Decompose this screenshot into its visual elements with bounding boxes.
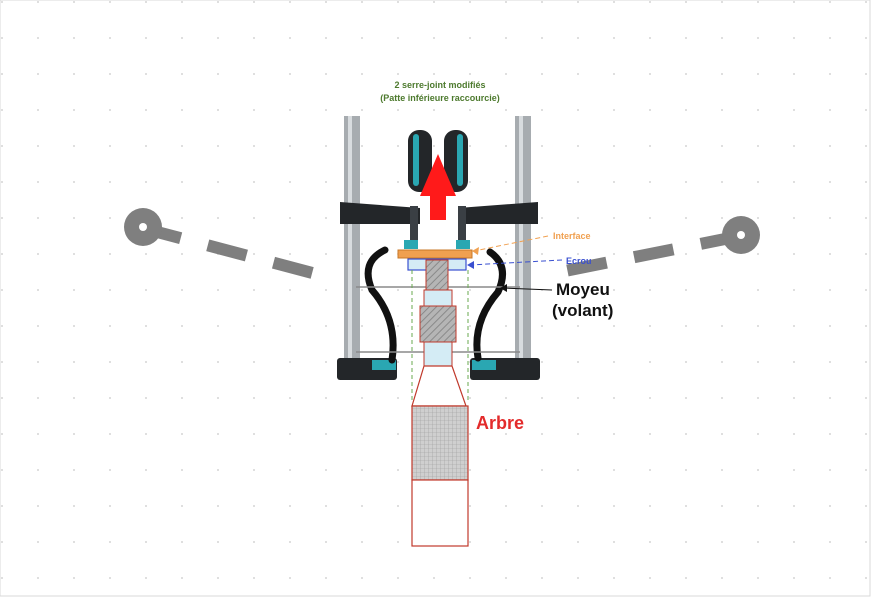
shaft-collar [423,289,453,307]
right-radius-dashed-line [558,230,742,278]
right-handle-grip [457,134,463,186]
interface-label: Interface [553,231,591,241]
clamp-handles [408,130,468,192]
shaft-top-section [425,259,449,291]
left-pivot-hole [139,223,147,231]
left-screw [410,206,418,242]
right-clamp-foot-teal [472,360,496,370]
page-border [0,0,871,597]
left-radius-dashed-line [140,222,322,281]
shaft-lower-collar [423,341,453,367]
interface-leader-arrowhead [472,247,479,255]
interface-plate [397,249,473,259]
up-arrow-icon [420,154,456,220]
shaft-hub-section [419,305,457,343]
left-pad [404,240,418,249]
right-pad [456,240,470,249]
moyeu-leader-arrowhead [500,284,507,292]
left-handle-grip [413,134,419,186]
shaft-body [411,405,469,481]
left-radius [124,208,322,281]
ecrou-leader-arrowhead [467,261,474,269]
right-pivot-hole [737,231,745,239]
moyeu-leader [501,287,553,291]
shaft-end [411,479,469,547]
right-screw [458,206,466,242]
title-line-1: 2 serre-joint modifiés [394,80,486,90]
shaft-stack [411,259,469,547]
left-clamp [337,116,397,380]
ecrou-label: Ecrou [566,256,592,266]
right-clamp [470,116,540,380]
right-radius [558,216,760,278]
right-upper-jaw [458,202,538,224]
ecrou-leader [469,259,563,266]
left-upper-jaw [340,202,420,224]
left-rail-highlight [348,116,352,374]
left-clamp-foot-teal [372,360,396,370]
arbre-label: Arbre [476,413,525,433]
right-rail-highlight [519,116,523,374]
moyeu-label-line-1: Moyeu [556,280,610,299]
interface-leader [473,235,549,252]
moyeu-label-line-2: (volant) [552,301,614,320]
clamp-jaws [340,202,538,249]
right-hub-curve [473,248,506,362]
left-hub-curve [364,246,397,364]
title-line-2: (Patte inférieure raccourcie) [380,93,500,103]
